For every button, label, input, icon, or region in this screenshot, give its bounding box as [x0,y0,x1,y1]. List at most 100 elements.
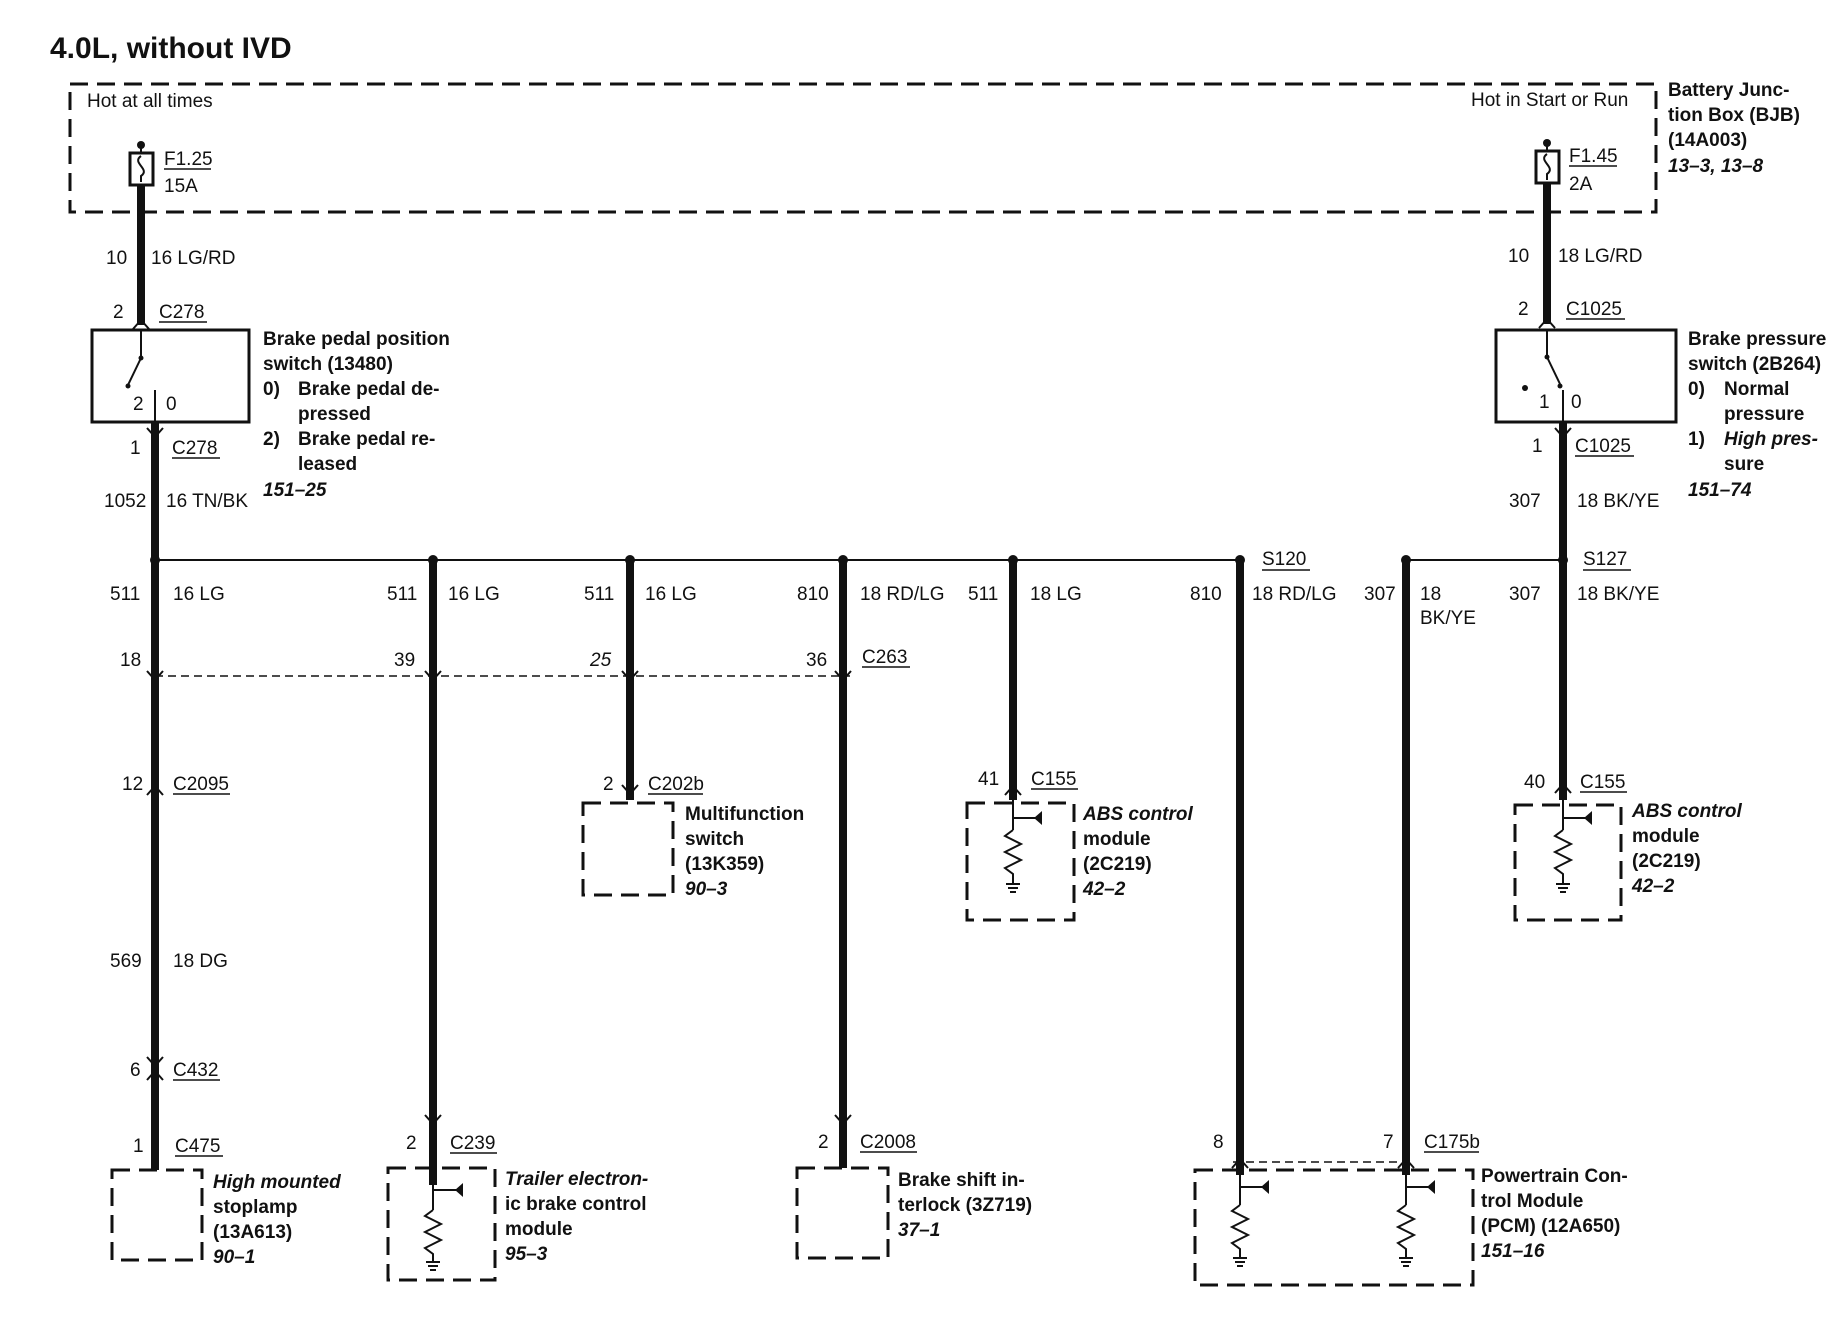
svg-text:pressed: pressed [298,404,371,425]
high-mounted-stoplamp [110,1168,204,1262]
svg-text:(PCM) (12A650): (PCM) (12A650) [1481,1216,1620,1237]
mfs-circuit: 511 [584,584,614,605]
svg-text:90–3: 90–3 [685,879,728,900]
trailer-pin: 2 [406,1133,417,1154]
abs2-label: ABS control module (2C219) 42–2 [1631,801,1743,897]
fuse-f1-25-icon [128,141,155,187]
svg-text:Brake pedal re-: Brake pedal re- [298,429,435,450]
svg-text:Brake pressure: Brake pressure [1688,329,1826,350]
pullup-resistor-icon [1229,1175,1269,1267]
bpp-out-wire: 16 TN/BK [166,491,248,512]
svg-text:Powertrain Con-: Powertrain Con- [1481,1166,1628,1187]
abs2-pin: 40 [1524,772,1545,793]
connector-arrow [146,427,164,439]
brake-pressure-switch [1494,328,1678,424]
svg-text:High pres-: High pres- [1724,429,1818,450]
trailer-label: Trailer electron- ic brake control modul… [505,1169,648,1265]
shift-c263-pin: 36 [806,650,827,671]
pcm7-wire-b: BK/YE [1420,608,1476,629]
svg-text:leased: leased [298,454,357,475]
svg-text:module: module [1632,826,1700,847]
bp-out-connector: C1025 [1575,436,1631,457]
pcm7-wire-a: 18 [1420,584,1441,605]
abs2-connector: C155 [1580,772,1625,793]
bp-switch-pos-a: 1 [1539,392,1550,413]
hmsl-circuit2: 569 [110,951,142,972]
svg-text:switch (13480): switch (13480) [263,354,393,375]
svg-text:Brake pedal position: Brake pedal position [263,329,450,350]
trailer-c263-pin: 39 [394,650,415,671]
bp-switch-label: Brake pressure switch (2B264) 0) Normal … [1688,329,1826,501]
abs2-wire: 18 BK/YE [1577,584,1659,605]
svg-text:ABS control: ABS control [1631,801,1743,822]
hmsl-pin: 1 [133,1136,144,1157]
hmsl-label: High mounted stoplamp (13A613) 90–1 [213,1172,341,1268]
c263-label: C263 [862,647,907,668]
svg-text:ic brake control: ic brake control [505,1194,647,1215]
left-feed-pin: 2 [113,302,124,323]
mfs-pin: 2 [603,774,614,795]
svg-text:Battery Junc-: Battery Junc- [1668,80,1789,101]
hmsl-c2095-pin: 12 [122,774,143,795]
svg-text:Multifunction: Multifunction [685,804,804,825]
bjb-outline [68,82,1658,214]
svg-text:37–1: 37–1 [898,1220,940,1241]
pcm-pin-a: 8 [1213,1132,1224,1153]
svg-text:151–16: 151–16 [1481,1241,1545,1262]
fuse-f1-45-icon [1534,139,1561,185]
bpp-out-connector: C278 [172,438,217,459]
mfs-connector: C202b [648,774,704,795]
pullup-resistor-icon [422,1183,463,1271]
right-feed-circuit: 10 [1508,246,1529,267]
svg-text:95–3: 95–3 [505,1244,548,1265]
fuse-f1-45-id: F1.45 [1569,146,1618,167]
connector-arrow [1538,317,1556,329]
pullup-resistor-icon [1395,1175,1435,1267]
bjb-label: Battery Junc- tion Box (BJB) (14A003) 13… [1668,80,1800,177]
svg-text:switch (2B264): switch (2B264) [1688,354,1821,375]
bpp-switch-pos-b: 0 [166,394,177,415]
hmsl-c263-pin: 18 [120,650,141,671]
svg-text:module: module [505,1219,573,1240]
abs1-circuit: 511 [968,584,998,605]
svg-text:terlock (3Z719): terlock (3Z719) [898,1195,1032,1216]
svg-text:13–3, 13–8: 13–3, 13–8 [1668,156,1764,177]
svg-text:ABS control: ABS control [1082,804,1194,825]
bpp-switch-label: Brake pedal position switch (13480) 0) B… [263,329,450,501]
trailer-wire: 16 LG [448,584,500,605]
shift-connector: C2008 [860,1132,916,1153]
pcm-label: Powertrain Con- trol Module (PCM) (12A65… [1481,1166,1628,1262]
bpp-switch-pos-a: 2 [133,394,144,415]
svg-text:tion Box (BJB): tion Box (BJB) [1668,105,1800,126]
svg-text:42–2: 42–2 [1631,876,1675,897]
right-feed-wire: 18 LG/RD [1558,246,1642,267]
pcm8-wire: 18 RD/LG [1252,584,1336,605]
bp-out-pin: 1 [1532,436,1543,457]
svg-text:(13A613): (13A613) [213,1222,292,1243]
svg-text:sure: sure [1724,454,1764,475]
switch-contacts-icon [1522,330,1564,422]
fuse-f1-25-id: F1.25 [164,149,213,170]
fuse-f1-45-rating: 2A [1569,174,1593,195]
abs1-connector: C155 [1031,769,1076,790]
svg-text:(2C219): (2C219) [1632,851,1701,872]
left-feed-circuit: 10 [106,248,127,269]
shift-wire: 18 RD/LG [860,584,944,605]
bjb-hot-in-start-or-run: Hot in Start or Run [1471,90,1628,111]
svg-text:module: module [1083,829,1151,850]
connector-arrow [1554,427,1572,439]
brake-shift-interlock [795,1166,890,1260]
svg-text:Brake shift in-: Brake shift in- [898,1170,1025,1191]
mfs-label: Multifunction switch (13K359) 90–3 [685,804,804,900]
trailer-brake-module [386,1166,497,1282]
abs1-pin: 41 [978,769,999,790]
splice-s120: S120 [1262,549,1306,570]
pcm7-circuit: 307 [1364,584,1396,605]
abs-control-module-2 [1513,803,1623,922]
trailer-circuit: 511 [387,584,417,605]
svg-text:Brake pedal de-: Brake pedal de- [298,379,440,400]
shift-circuit: 810 [797,584,829,605]
svg-text:stoplamp: stoplamp [213,1197,297,1218]
svg-text:High mounted: High mounted [213,1172,341,1193]
